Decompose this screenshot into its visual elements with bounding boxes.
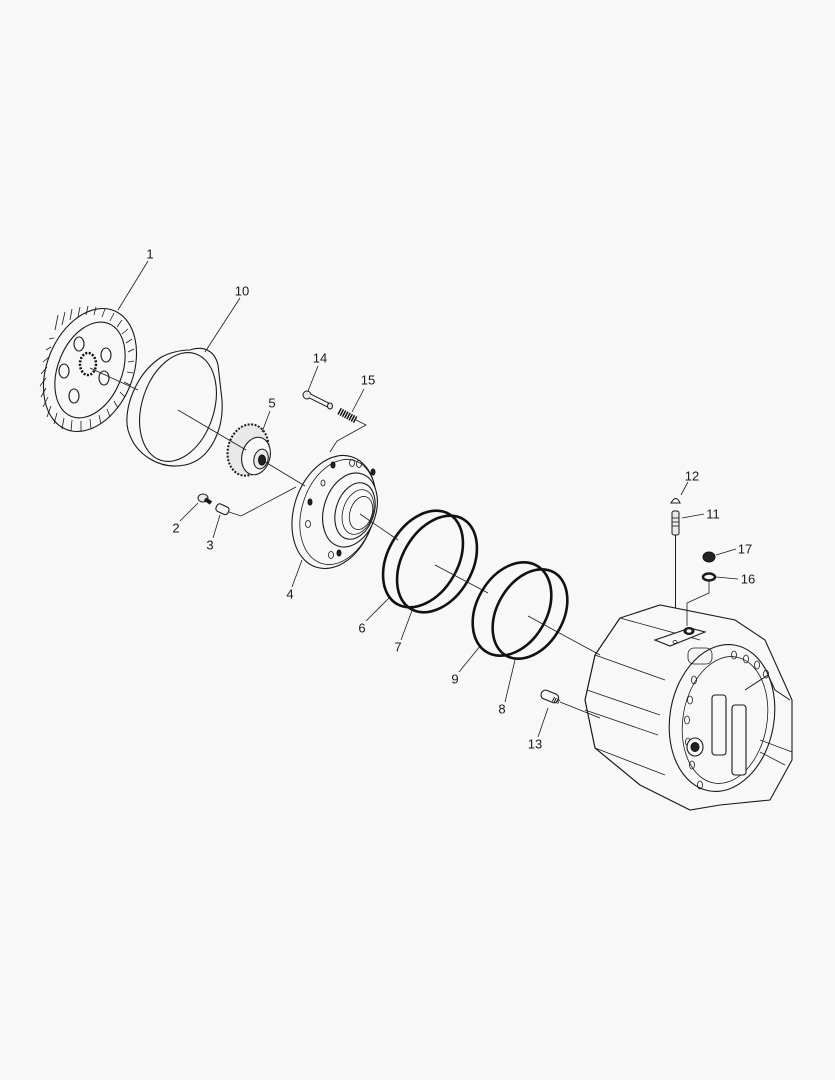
callout-14: 14 (312, 350, 328, 366)
callout-7: 7 (394, 639, 402, 655)
callout-16: 16 (740, 571, 756, 587)
part-17-plug (702, 551, 716, 563)
callout-13: 13 (527, 736, 543, 752)
part-13-pin (540, 689, 561, 705)
part-4-hub (291, 454, 378, 570)
callout-2: 2 (172, 520, 180, 536)
callout-11: 11 (706, 506, 720, 522)
part-5-gear (226, 423, 271, 477)
part-6-o-ring (381, 509, 465, 609)
part-15-spring (337, 407, 358, 424)
part-12-cap (670, 497, 681, 504)
part-8-o-ring (491, 567, 569, 661)
leader-lines (89, 260, 739, 738)
part-9-o-ring (471, 560, 553, 658)
callout-12: 12 (684, 468, 700, 484)
part-16-washer (701, 572, 717, 582)
callout-5: 5 (268, 395, 276, 411)
part-2-screw (197, 493, 213, 505)
callout-8: 8 (498, 701, 506, 717)
part-14-bolt (302, 390, 333, 410)
part-10-separator-plate (126, 347, 223, 467)
part-3-bushing (215, 503, 230, 516)
callout-6: 6 (358, 620, 366, 636)
part-7-o-ring (395, 514, 479, 614)
callout-17: 17 (737, 541, 753, 557)
callout-1: 1 (146, 246, 154, 262)
callout-3: 3 (206, 537, 214, 553)
callout-4: 4 (286, 586, 294, 602)
callout-10: 10 (234, 283, 250, 299)
callout-9: 9 (451, 671, 459, 687)
callout-15: 15 (360, 372, 376, 388)
axle-housing (584, 604, 793, 811)
